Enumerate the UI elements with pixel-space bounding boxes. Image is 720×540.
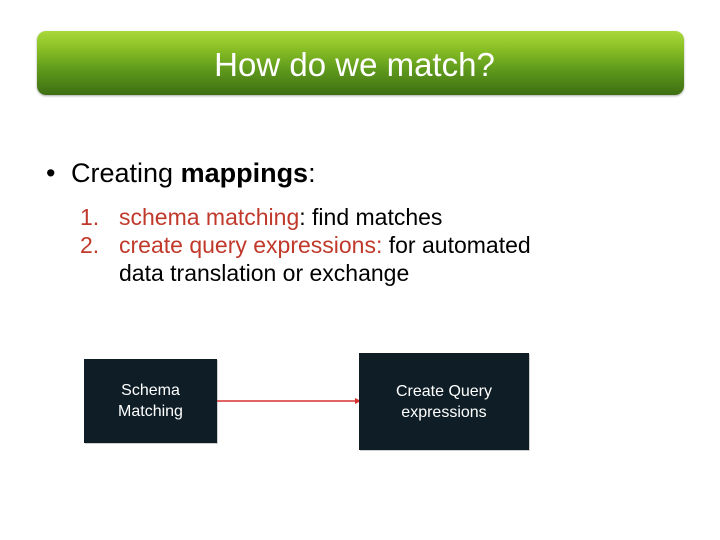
bullet-text-prefix: Creating (71, 158, 181, 188)
list-item: 1. schema matching: find matches (80, 203, 531, 231)
bullet-creating-mappings: • Creating mappings: (46, 157, 316, 189)
arrow-head (355, 398, 361, 404)
list-item-body: schema matching: find matches (119, 203, 442, 231)
list-item-continuation: data translation or exchange (119, 260, 410, 286)
schema-matching-line1: Schema (121, 382, 180, 399)
title-bar: How do we match? (37, 31, 684, 95)
schema-matching-line2: Matching (118, 403, 183, 420)
schema-matching-label: Schema Matching (118, 380, 183, 422)
list-item-term: schema matching (119, 204, 300, 230)
schema-matching-box: Schema Matching (84, 359, 217, 443)
bullet-text-suffix: : (308, 158, 316, 188)
create-query-line2: expressions (401, 403, 487, 421)
slide-title: How do we match? (214, 46, 495, 83)
bullet-text-bold: mappings (180, 158, 309, 188)
create-query-label: Create Query expressions (396, 381, 492, 423)
create-query-line1: Create Query (395, 382, 493, 400)
list-item-number: 2. (80, 232, 100, 258)
list-item-number: 1. (80, 204, 100, 230)
list-item-rest: : find matches (299, 204, 443, 230)
list-item: 2. create query expressions: for automat… (80, 231, 531, 287)
arrow-connector (217, 398, 361, 404)
list-item-rest: for automated (382, 232, 531, 258)
numbered-list: 1. schema matching: find matches 2. crea… (80, 203, 531, 287)
list-item-term: create query expressions: (119, 232, 383, 258)
create-query-expressions-box: Create Query expressions (359, 353, 529, 450)
bullet-marker: • (46, 158, 56, 188)
